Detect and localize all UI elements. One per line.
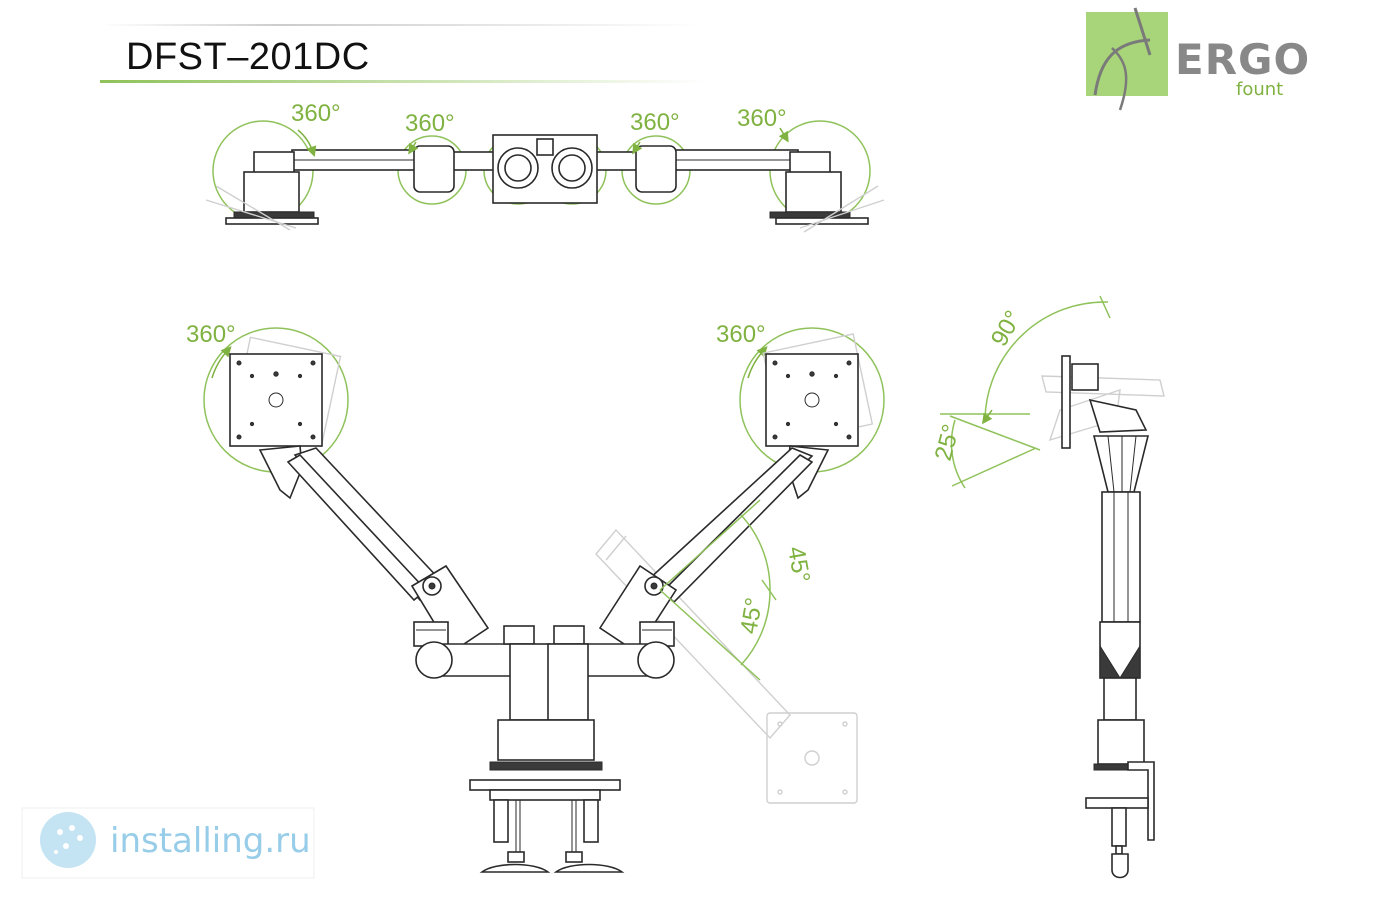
left-vesa-plate bbox=[229, 336, 342, 448]
angle-upper-label: 45° bbox=[782, 544, 815, 584]
tilt-up-label: 90° bbox=[986, 306, 1028, 351]
model-title: DFST–201DC bbox=[126, 36, 370, 78]
top-rotation-label-2: 360° bbox=[405, 110, 455, 137]
top-rotation-label-3: 360° bbox=[630, 109, 680, 136]
side-view: 90° 25° bbox=[930, 295, 1165, 879]
ghost-arm-position bbox=[595, 528, 858, 804]
logo-main-text: ERGO bbox=[1175, 35, 1310, 84]
top-rotation-label-4: 360° bbox=[737, 105, 787, 132]
top-rotation-label-1: 360° bbox=[291, 100, 341, 127]
angle-lower-label: 45° bbox=[735, 596, 768, 636]
watermark: installing.ru bbox=[21, 807, 315, 879]
logo-sub-text: fount bbox=[1236, 79, 1283, 100]
left-arm bbox=[258, 445, 513, 679]
title-block: DFST–201DC bbox=[100, 24, 705, 83]
ergo-logo-icon: ERGO fount bbox=[1086, 7, 1310, 111]
front-view: 360° 360° bbox=[186, 321, 885, 873]
right-rotation-label: 360° bbox=[716, 321, 766, 348]
watermark-text: installing.ru bbox=[110, 821, 311, 861]
right-arm bbox=[573, 445, 830, 679]
arm-angle-markup: 45° 45° bbox=[659, 499, 815, 681]
tilt-down-label: 25° bbox=[930, 422, 965, 464]
installing-logo-icon bbox=[40, 812, 96, 868]
top-view: 360° 360° 360° 360° bbox=[205, 100, 885, 233]
desk-clamp-base bbox=[469, 625, 625, 873]
left-rotation-label: 360° bbox=[186, 321, 236, 348]
right-vesa-plate bbox=[762, 333, 874, 447]
